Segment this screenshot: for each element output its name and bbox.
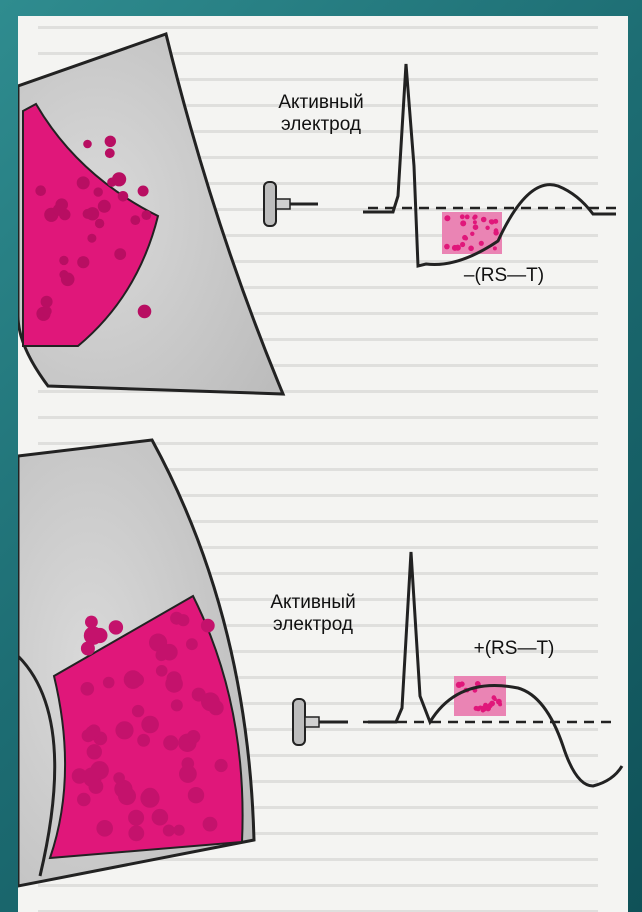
figure-page: Активный электрод –(RS—T) Активный элект…	[18, 16, 628, 912]
ischemia-dot	[124, 670, 143, 689]
ischemia-dot	[77, 256, 89, 268]
ischemia-dot	[61, 273, 75, 287]
ischemia-dot	[460, 242, 465, 247]
ischemia-dot	[137, 734, 150, 747]
ischemia-dot	[141, 716, 159, 734]
ischemia-dot	[35, 185, 46, 196]
ischemia-dot	[493, 219, 498, 224]
ischemia-dot	[118, 787, 136, 805]
top-electrode-plate	[264, 182, 276, 226]
ischemia-dot	[96, 820, 113, 837]
ischemia-dot	[87, 744, 102, 759]
ischemia-dot	[493, 697, 497, 701]
ischemia-dot	[460, 220, 466, 226]
ischemia-dot	[473, 224, 479, 230]
ischemia-dot	[42, 306, 52, 316]
ischemia-dot	[105, 136, 116, 147]
ischemia-dot	[163, 825, 175, 837]
ischemia-dot	[138, 186, 149, 197]
bottom-st-label: +(RS—T)	[464, 638, 564, 660]
ischemia-dot	[455, 245, 461, 251]
ischemia-dot	[187, 730, 201, 744]
ischemia-dot	[171, 699, 183, 711]
bottom-electrode-label: Активный электрод	[248, 592, 378, 636]
ischemia-dot	[95, 219, 104, 228]
ischemia-dot	[476, 706, 481, 711]
ischemia-dot	[473, 220, 477, 224]
ischemia-dot	[481, 708, 485, 712]
ischemia-dot	[444, 215, 450, 221]
ischemia-dot	[114, 248, 126, 260]
ischemia-dot	[77, 176, 90, 189]
bottom-electrode-label-line1: Активный	[248, 592, 378, 614]
ischemia-dot	[470, 232, 474, 236]
ischemia-dot	[179, 765, 197, 783]
ischemia-dot	[156, 665, 168, 677]
ischemia-dot	[203, 817, 218, 832]
ischemia-dot	[82, 729, 95, 742]
ischemia-dot	[152, 809, 169, 826]
ischemia-dot	[118, 191, 129, 202]
ischemia-dot	[462, 235, 467, 240]
ischemia-dot	[132, 705, 144, 717]
ischemia-dot	[186, 638, 198, 650]
ischemia-dot	[87, 234, 96, 243]
ischemia-dot	[83, 768, 99, 784]
ischemia-dot	[472, 216, 476, 220]
ischemia-dot	[493, 230, 498, 235]
top-electrode-label-line2: электрод	[256, 114, 386, 136]
ischemia-dot	[201, 692, 220, 711]
ischemia-dot	[485, 226, 489, 230]
ischemia-dot	[103, 677, 115, 689]
ischemia-dot	[83, 140, 92, 149]
ischemia-dot	[83, 209, 93, 219]
ischemia-dot	[81, 642, 95, 656]
ischemia-dot	[459, 681, 464, 686]
ischemia-dot	[138, 305, 152, 319]
ischemia-dot	[128, 810, 144, 826]
ischemia-dot	[468, 246, 474, 252]
ecg-ischemia-diagram	[18, 16, 628, 912]
ischemia-dot	[140, 789, 159, 808]
ischemia-dot	[174, 825, 185, 836]
ischemia-dot	[109, 620, 123, 634]
ischemia-dot	[177, 614, 189, 626]
ischemia-dot	[77, 793, 91, 807]
ischemia-dot	[112, 172, 126, 186]
ischemia-dot	[98, 200, 111, 213]
ischemia-dot	[128, 825, 144, 841]
bottom-electrode-plate	[293, 699, 305, 745]
ischemia-dot	[460, 214, 465, 219]
ischemia-dot	[113, 772, 125, 784]
ischemia-dot	[481, 217, 487, 223]
ischemia-dot	[487, 703, 492, 708]
ischemia-dot	[479, 241, 484, 246]
ischemia-dot	[41, 296, 53, 308]
ischemia-dot	[444, 244, 450, 250]
ischemia-dot	[496, 699, 502, 705]
ischemia-dot	[115, 721, 133, 739]
bottom-electrode-body	[305, 717, 319, 727]
top-st-label: –(RS—T)	[454, 265, 554, 287]
ischemia-dot	[130, 215, 140, 225]
ischemia-dot	[163, 735, 178, 750]
ischemia-dot	[493, 246, 497, 250]
top-electrode-label: Активный электрод	[256, 92, 386, 136]
ischemia-dot	[188, 787, 204, 803]
top-electrode-body	[276, 199, 290, 209]
ischemia-dot	[161, 644, 178, 661]
ischemia-dot	[81, 682, 95, 696]
ischemia-dot	[85, 616, 98, 629]
top-electrode-label-line1: Активный	[256, 92, 386, 114]
ischemia-dot	[94, 187, 103, 196]
ischemia-dot	[215, 759, 228, 772]
ischemia-dot	[165, 675, 183, 693]
ischemia-dot	[201, 619, 215, 633]
ischemia-dot	[105, 148, 115, 158]
ischemia-dot	[59, 256, 68, 265]
ischemia-dot	[55, 198, 68, 211]
bottom-electrode-label-line2: электрод	[248, 614, 378, 636]
ischemia-dot	[142, 210, 152, 220]
ischemia-dot	[465, 215, 470, 220]
